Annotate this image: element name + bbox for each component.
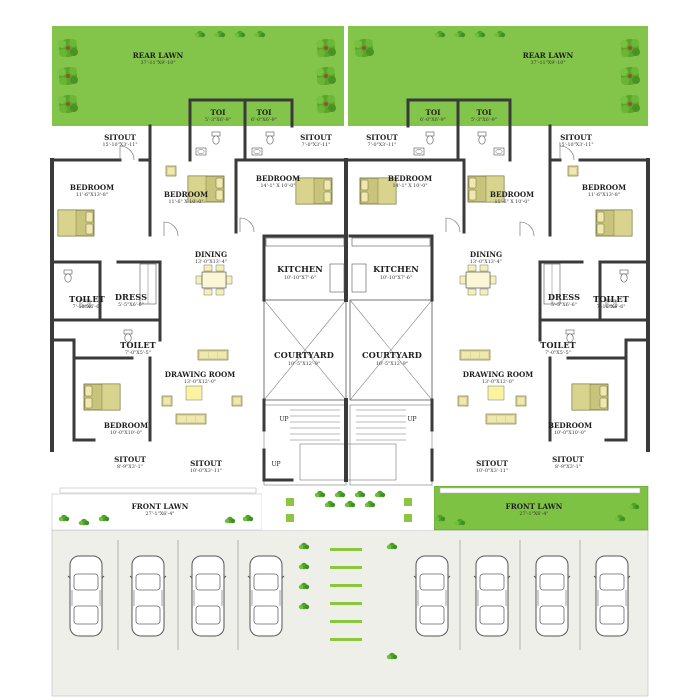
labels-left-unit: REAR LAWN 37'-11"X9'-10" SITOUT 15'-10"X… bbox=[69, 51, 334, 517]
toi-dim: 6'-0"X6'-9" bbox=[251, 117, 277, 123]
rear-lawn-label: REAR LAWN bbox=[523, 51, 574, 60]
courtyard-right bbox=[349, 299, 433, 401]
bedroom-label: BEDROOM bbox=[164, 190, 208, 199]
dining-dim: 13'-0"X13'-4" bbox=[470, 259, 502, 265]
drawing-room-label: DRAWING ROOM bbox=[463, 370, 534, 379]
sitout-label: SITOUT bbox=[552, 455, 584, 464]
sitout-dim: 7'-0"X3'-11" bbox=[302, 142, 331, 148]
bedroom-label: BEDROOM bbox=[490, 190, 534, 199]
front-lawn-label: FRONT LAWN bbox=[506, 502, 563, 511]
drawing-room-dim: 13'-0"X12'-0" bbox=[482, 379, 514, 385]
toi-dim: 5'-3"X6'-9" bbox=[471, 117, 497, 123]
toi-label: TOI bbox=[426, 108, 442, 117]
bedroom-label: BEDROOM bbox=[104, 421, 148, 430]
toi-label: TOI bbox=[211, 108, 227, 117]
toi-label: TOI bbox=[477, 108, 493, 117]
sitout-label: SITOUT bbox=[366, 133, 398, 142]
bedroom-label: BEDROOM bbox=[70, 183, 114, 192]
dining-label: DINING bbox=[470, 250, 502, 259]
toilet-dim: 7'-0"X5'-5" bbox=[545, 350, 571, 356]
kitchen-label: KITCHEN bbox=[277, 264, 323, 274]
front-lawn-label: FRONT LAWN bbox=[132, 502, 189, 511]
sitout-dim: 7'-0"X3'-11" bbox=[368, 142, 397, 148]
toilet-label: TOILET bbox=[593, 294, 630, 304]
furniture bbox=[57, 131, 633, 425]
sitout-dim: 15'-10"X3'-11" bbox=[558, 142, 593, 148]
toi-dim: 6'-0"X6'-9" bbox=[420, 117, 446, 123]
toilet-dim: 7'-0"X5'-5" bbox=[125, 350, 151, 356]
bedroom-dim: 10'-0"X10'-0" bbox=[110, 430, 142, 436]
sitout-label: SITOUT bbox=[560, 133, 592, 142]
drawing-room-dim: 13'-0"X12'-0" bbox=[184, 379, 216, 385]
courtyard-label: COURTYARD bbox=[362, 350, 422, 360]
stair-up-label: UP bbox=[407, 416, 416, 423]
sitout-dim: 10'-0"X3'-11" bbox=[190, 468, 222, 474]
bedroom-dim: 14'-1" X 10'-0" bbox=[260, 183, 295, 189]
sitout-label: SITOUT bbox=[190, 459, 222, 468]
toilet-dim: 7'-10"X6'-6" bbox=[73, 304, 102, 310]
stair-up-label: UP bbox=[271, 461, 280, 468]
toilet-label: TOILET bbox=[540, 340, 577, 350]
bedroom-label: BEDROOM bbox=[256, 174, 300, 183]
courtyard-dim: 10'-5"X12'-9" bbox=[288, 361, 320, 367]
courtyard-dim: 10'-5"X12'-9" bbox=[376, 361, 408, 367]
sitout-label: SITOUT bbox=[476, 459, 508, 468]
sitout-dim: 8'-9"X3'-1" bbox=[117, 464, 143, 470]
bedroom-dim: 11'-6" X 10'-0" bbox=[494, 199, 529, 205]
sitout-dim: 15'-10"X3'-11" bbox=[102, 142, 137, 148]
dining-label: DINING bbox=[195, 250, 227, 259]
bedroom-dim: 11'-6"X13'-8" bbox=[76, 192, 108, 198]
dress-dim: 5'-5"X6'-6" bbox=[551, 302, 577, 308]
sitout-label: SITOUT bbox=[300, 133, 332, 142]
front-dotted-edge bbox=[59, 487, 641, 494]
bedroom-label: BEDROOM bbox=[548, 421, 592, 430]
rear-lawn-dim: 37'-11"X9'-10" bbox=[140, 60, 175, 66]
labels-right-unit: REAR LAWN 37'-11"X9'-10" SITOUT 7'-0"X3'… bbox=[362, 51, 630, 517]
dining-dim: 13'-0"X13'-4" bbox=[195, 259, 227, 265]
rear-lawn-label: REAR LAWN bbox=[133, 51, 184, 60]
front-lawn-dim: 27'-1"X6'-4" bbox=[520, 511, 549, 517]
kitchen-dim: 10'-10"X7'-6" bbox=[380, 275, 412, 281]
courtyard-left bbox=[263, 299, 347, 401]
kitchen-label: KITCHEN bbox=[373, 264, 419, 274]
drawing-room-label: DRAWING ROOM bbox=[165, 370, 236, 379]
toilet-dim: 7'-10"X6'-6" bbox=[597, 304, 626, 310]
bedroom-dim: 11'-6"X13'-8" bbox=[588, 192, 620, 198]
dress-dim: 5'-5"X6'-6" bbox=[118, 302, 144, 308]
kitchen-dim: 10'-10"X7'-6" bbox=[284, 275, 316, 281]
bedroom-dim: 10'-0"X10'-0" bbox=[554, 430, 586, 436]
path-stepping-stones bbox=[286, 498, 412, 641]
sitout-label: SITOUT bbox=[114, 455, 146, 464]
toilet-label: TOILET bbox=[69, 294, 106, 304]
dress-label: DRESS bbox=[548, 292, 580, 302]
courtyard-label: COURTYARD bbox=[274, 350, 334, 360]
toi-label: TOI bbox=[257, 108, 273, 117]
stair-up-label: UP bbox=[279, 416, 288, 423]
sitout-dim: 8'-9"X3'-1" bbox=[555, 464, 581, 470]
bedroom-dim: 14'-1" X 10'-0" bbox=[392, 183, 427, 189]
toi-dim: 5'-3"X6'-9" bbox=[205, 117, 231, 123]
front-path bbox=[262, 486, 434, 530]
bedroom-dim: 11'-6" X 10'-0" bbox=[168, 199, 203, 205]
bedroom-label: BEDROOM bbox=[582, 183, 626, 192]
sitout-label: SITOUT bbox=[104, 133, 136, 142]
toilet-label: TOILET bbox=[120, 340, 157, 350]
sitout-dim: 10'-0"X3'-11" bbox=[476, 468, 508, 474]
bedroom-label: BEDROOM bbox=[388, 174, 432, 183]
rear-lawn-dim: 37'-11"X9'-10" bbox=[530, 60, 565, 66]
parking-bays bbox=[117, 540, 581, 650]
walls bbox=[50, 98, 650, 482]
front-lawn-dim: 27'-1"X6'-4" bbox=[146, 511, 175, 517]
dress-label: DRESS bbox=[115, 292, 147, 302]
